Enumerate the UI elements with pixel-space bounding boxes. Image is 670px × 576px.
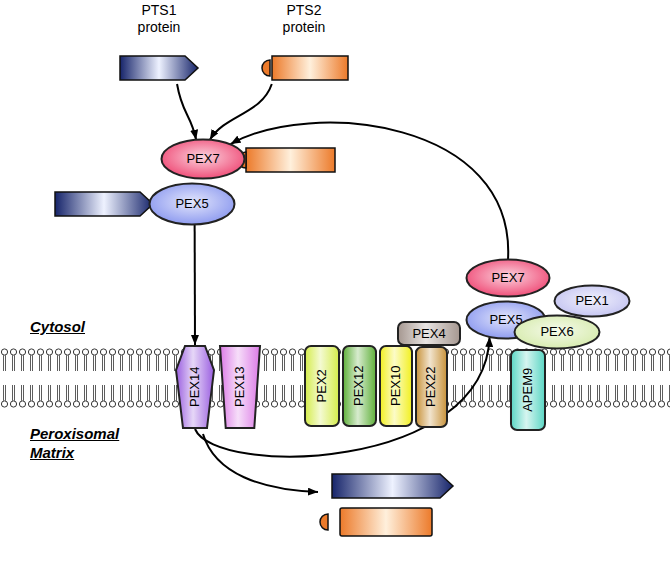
membrane-protein: APEM9: [510, 349, 546, 431]
protein-ellipse: PEX1: [553, 284, 631, 318]
pts1-protein-shape: [118, 54, 200, 82]
protein-name: APEM9: [520, 368, 536, 412]
protein-ellipse: PEX4: [397, 321, 461, 346]
protein-name: PEX10: [388, 366, 404, 406]
membrane-protein: PEX13: [219, 345, 261, 429]
membrane-protein: PEX14: [175, 345, 215, 429]
protein-ellipse: PEX7: [160, 138, 246, 180]
membrane-protein: PEX22: [415, 346, 448, 428]
membrane-protein: PEX10: [379, 345, 413, 427]
protein-ellipse: PEX7: [465, 258, 551, 298]
membrane-protein: PEX12: [342, 345, 377, 427]
protein-cargo: PTS1 protein: [118, 2, 200, 84]
pts1-cargo-bound: [55, 192, 153, 216]
protein-name: PEX7: [491, 270, 524, 286]
protein-label: PTS1 protein: [128, 2, 190, 36]
protein-name: PEX4: [412, 326, 445, 342]
protein-ellipse: PEX5: [148, 182, 236, 226]
protein-ellipse: PEX6: [513, 314, 601, 350]
protein-name: PEX13: [232, 367, 248, 407]
protein-cargo: PTS2 protein: [258, 2, 350, 84]
import-arrow: [203, 434, 318, 492]
transport-arrow: [194, 224, 196, 345]
protein-name: PEX12: [352, 366, 368, 406]
compartment-label: Cytosol: [30, 318, 150, 337]
protein-name: PEX7: [186, 151, 219, 167]
protein-name: PEX5: [175, 196, 208, 212]
pts2-protein-shape: [258, 54, 350, 82]
protein-label: PTS2 protein: [273, 2, 335, 36]
transport-arrow: [231, 123, 509, 260]
compartment-label: Peroxisomal Matrix: [30, 425, 130, 463]
protein-name: PEX2: [314, 369, 330, 402]
imported-cargo: [320, 474, 453, 536]
protein-name: PEX6: [540, 324, 573, 340]
membrane-protein: PEX2: [304, 345, 340, 427]
protein-name: PEX14: [187, 367, 203, 407]
protein-name: PEX1: [575, 293, 608, 309]
protein-name: PEX22: [424, 367, 440, 407]
pts2-cargo-bound: [238, 148, 335, 172]
transport-arrow: [195, 337, 490, 457]
transport-arrow: [177, 84, 196, 140]
